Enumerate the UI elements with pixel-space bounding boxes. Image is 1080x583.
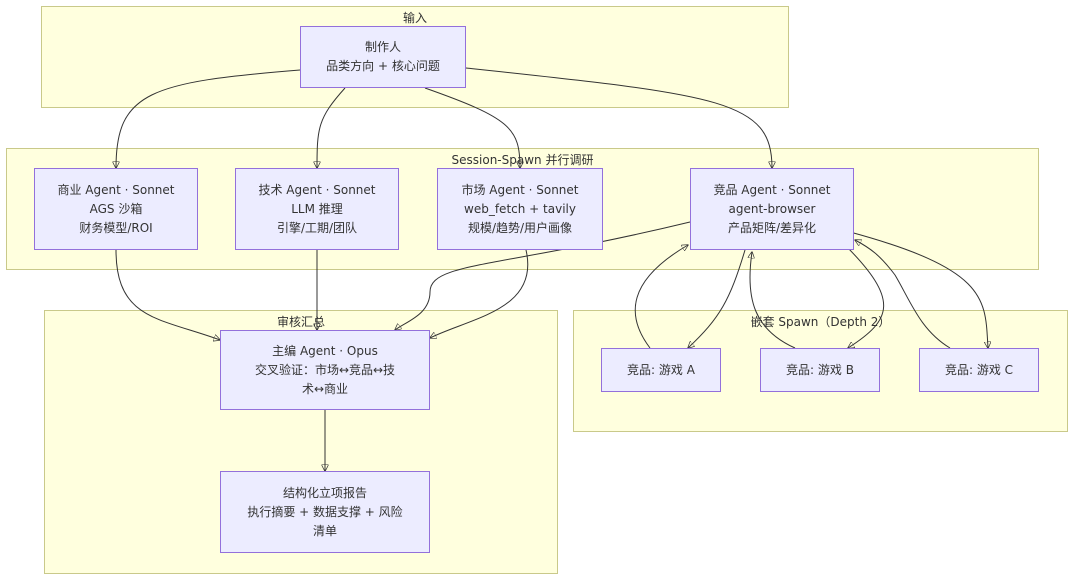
node-market-line-2: web_fetch + tavily <box>464 201 576 216</box>
node-game-b: 竞品: 游戏 B <box>760 348 880 392</box>
node-business-line-2: AGS 沙箱 <box>89 201 143 216</box>
node-competitor-line-2: agent-browser <box>728 201 816 216</box>
node-market-agent: 市场 Agent · Sonnet web_fetch + tavily 规模/… <box>437 168 603 250</box>
edge-market-chief <box>430 249 529 338</box>
node-business-agent: 商业 Agent · Sonnet AGS 沙箱 财务模型/ROI <box>34 168 198 250</box>
node-market-line-3: 规模/趋势/用户画像 <box>467 220 573 235</box>
node-business-line-3: 财务模型/ROI <box>79 220 153 235</box>
edge-competitor-game-b <box>844 244 885 348</box>
node-producer-line-2: 品类方向 + 核心问题 <box>326 59 440 73</box>
node-tech-line-1: 技术 Agent · Sonnet <box>258 182 376 197</box>
node-tech-line-3: 引擎/工期/团队 <box>276 220 358 235</box>
node-game-c-label: 竞品: 游戏 C <box>944 362 1014 377</box>
node-chief-editor-agent: 主编 Agent · Opus 交叉验证：市场↔竞品↔技 术↔商业 <box>220 330 430 410</box>
node-game-b-label: 竞品: 游戏 B <box>786 362 854 377</box>
node-business-line-1: 商业 Agent · Sonnet <box>57 182 175 197</box>
node-market-line-1: 市场 Agent · Sonnet <box>461 182 579 197</box>
node-chief-editor-line-1: 主编 Agent · Opus <box>272 343 378 358</box>
node-producer-line-1: 制作人 <box>364 40 401 54</box>
node-chief-editor-line-2: 交叉验证：市场↔竞品↔技 <box>254 362 396 377</box>
edge-business-chief <box>115 249 220 340</box>
node-tech-agent: 技术 Agent · Sonnet LLM 推理 引擎/工期/团队 <box>235 168 399 250</box>
node-producer: 制作人 品类方向 + 核心问题 <box>300 26 466 88</box>
edge-competitor-game-a <box>688 249 746 348</box>
node-competitor-agent: 竞品 Agent · Sonnet agent-browser 产品矩阵/差异化 <box>690 168 854 250</box>
node-chief-editor-line-3: 术↔商业 <box>301 381 349 396</box>
cluster-review-title: 审核汇总 <box>276 315 325 329</box>
edge-producer-tech <box>317 87 346 168</box>
node-game-c: 竞品: 游戏 C <box>919 348 1039 392</box>
node-game-a: 竞品: 游戏 A <box>601 348 721 392</box>
node-report-line-2: 执行摘要 + 数据支撑 + 风险 <box>247 504 403 519</box>
node-report-line-1: 结构化立项报告 <box>282 485 367 500</box>
cluster-input-title: 输入 <box>402 11 427 25</box>
node-competitor-line-3: 产品矩阵/差异化 <box>727 220 817 235</box>
edge-producer-business <box>116 69 301 168</box>
node-report-line-3: 清单 <box>312 523 337 538</box>
node-competitor-line-1: 竞品 Agent · Sonnet <box>713 182 831 197</box>
cluster-research-title: Session-Spawn 并行调研 <box>451 153 594 167</box>
node-game-a-label: 竞品: 游戏 A <box>627 362 695 377</box>
edge-game-a-competitor <box>634 245 688 349</box>
cluster-nested-spawn-title: 嵌套 Spawn（Depth 2） <box>750 315 891 329</box>
node-report: 结构化立项报告 执行摘要 + 数据支撑 + 风险 清单 <box>220 471 430 553</box>
edge-producer-market <box>424 87 520 168</box>
edge-producer-competitor <box>465 67 772 168</box>
edge-game-c-competitor <box>855 240 951 349</box>
node-tech-line-2: LLM 推理 <box>291 201 343 216</box>
edge-competitor-game-c <box>849 231 988 348</box>
edge-game-b-competitor <box>750 252 796 349</box>
